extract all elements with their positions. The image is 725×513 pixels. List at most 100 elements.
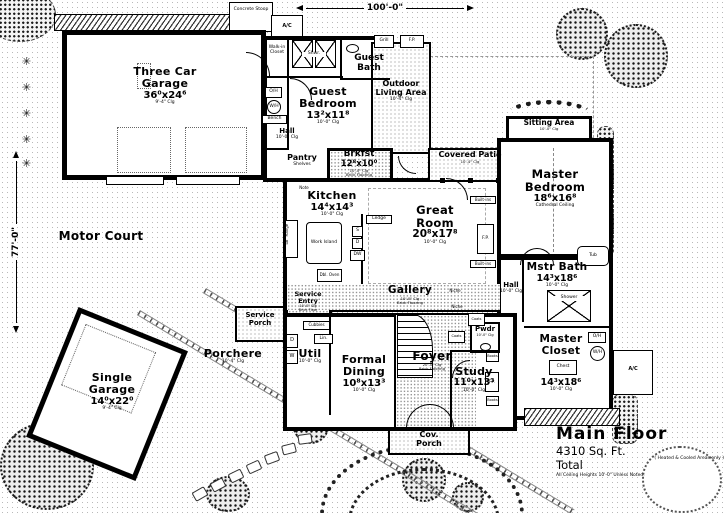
range-text: 48" Range xyxy=(283,223,289,245)
porchere-name: Porchere xyxy=(203,347,263,360)
walkin-closet-label: Walk-in Closet xyxy=(264,45,290,56)
gallery-clg: 10'-0" Clg xyxy=(400,295,420,301)
tub: Tub xyxy=(577,246,609,266)
garage-storage-outline xyxy=(137,63,151,89)
kitchen-range xyxy=(285,220,298,258)
bookshelf: Books xyxy=(486,396,499,406)
master-bedroom-name: Master Bedroom xyxy=(524,167,586,194)
plan-area: 4310 Sq. Ft. Total xyxy=(556,444,626,472)
ac-top-label: A/C xyxy=(271,23,303,30)
bookshelf: Books xyxy=(486,352,499,362)
water-heater: W/H xyxy=(267,100,281,114)
plant-icon: ✳ xyxy=(22,157,32,170)
bench: Bench xyxy=(262,115,287,124)
foyer-niche-label: Niche xyxy=(446,304,468,309)
bath-sink xyxy=(346,44,359,53)
brkfst-floor: Brick Flooring xyxy=(345,172,373,178)
formal-dining-name: Formal Dining xyxy=(341,353,387,379)
foyer-name: Foyer xyxy=(412,349,452,363)
double-oven: Dbl. Oven xyxy=(317,269,342,282)
guest-hall-clg: 10'-0" Clg xyxy=(275,134,299,140)
concrete-stoop-text: Concrete Stoop xyxy=(233,7,269,12)
kitchen-dw: DW xyxy=(350,250,365,261)
plan-area-note: ( Heated & Cooled Areas only ) xyxy=(654,455,724,461)
kitchen-label: Kitchen 14⁴x14³ 10'-0" Clg xyxy=(300,189,364,218)
gallery-floor xyxy=(287,284,500,310)
built-ins: Built-ins xyxy=(470,260,496,268)
gallery-niche-label: Niche xyxy=(444,288,466,293)
service-porch-label: Service Porch xyxy=(237,311,283,327)
guest-bedroom-label: Guest Bedroom 13²x11⁸ 10'-0" Clg xyxy=(296,85,360,126)
niche-text: Niche xyxy=(449,288,461,293)
note-label: Note xyxy=(294,185,314,190)
dimension-arrow-left xyxy=(296,5,303,11)
gallery-floor-note: Brick Flooring xyxy=(396,299,424,305)
shower-text: Shower xyxy=(560,295,578,300)
gallery-label: Gallery 10'-0" Clg Brick Flooring xyxy=(378,284,442,305)
formal-dining-dims: 10⁸x13³ xyxy=(342,378,386,390)
staircase xyxy=(397,314,433,378)
ac-unit-right xyxy=(613,350,653,395)
oh-cabinet: O/H xyxy=(588,332,606,343)
dimension-arrow-right xyxy=(13,151,19,158)
patio-column xyxy=(468,178,473,183)
great-room-fireplace: F.P. xyxy=(477,224,494,254)
study-label: Study 11⁰x13³ 10'-0" Clg xyxy=(450,365,498,393)
plant-icon: ✳ xyxy=(22,107,32,120)
study-name: Study xyxy=(455,365,493,378)
wall-partition xyxy=(524,326,612,328)
wall-partition xyxy=(340,78,390,80)
ac-top-text: A/C xyxy=(282,23,292,29)
motor-court-label: Motor Court xyxy=(58,229,144,243)
service-porch-name: Service Porch xyxy=(245,311,275,327)
flower-border xyxy=(502,100,596,136)
corner-planting-bed xyxy=(0,0,56,42)
brkfst-dims: 12⁸x10⁰ xyxy=(340,158,378,169)
study-clg: 10'-0" Clg xyxy=(462,387,486,393)
kitchen-dims: 14⁴x14³ xyxy=(310,202,354,214)
height-dimension-text: 77'-0" xyxy=(11,227,21,257)
plan-title: Main Floor xyxy=(556,424,668,444)
formal-dining-label: Formal Dining 10⁸x13³ 10'-0" Clg xyxy=(332,353,396,394)
washer: W xyxy=(286,350,298,364)
service-porch xyxy=(235,306,285,342)
ac-right-label: A/C xyxy=(613,366,653,373)
dimension-line xyxy=(15,161,17,225)
service-entry-name: Service Entry xyxy=(294,290,322,306)
wall-partition xyxy=(522,258,524,322)
garage-name: Three Car Garage xyxy=(133,65,197,91)
util-label: Util 10'-0" Clg xyxy=(290,347,330,365)
walkin-closet-text: Walk-in Closet xyxy=(268,45,286,55)
covered-patio-name: Covered Patio xyxy=(438,150,502,159)
garage-door xyxy=(176,176,240,185)
mstr-bath-label: Mstr Bath 14³x18⁶ 10'-0" Clg xyxy=(526,261,588,289)
brkfst-name: Brkfst xyxy=(343,149,375,159)
garage-parking-outline xyxy=(185,127,247,173)
brkfst-clg: 10'-0" Clg xyxy=(349,168,369,174)
door-swing xyxy=(398,156,416,174)
stepping-stone xyxy=(297,433,313,445)
stepping-stone xyxy=(245,459,263,475)
covered-patio-clg: 10'-4" Clg xyxy=(460,158,480,164)
brkfst-label: Brkfst 12⁸x10⁰ 10'-0" Clg Brick Flooring xyxy=(328,149,390,178)
covered-porch xyxy=(388,429,470,455)
pwdr-clg: 10'-0" Clg xyxy=(476,332,494,337)
single-garage-name: Single Garage xyxy=(88,371,136,397)
gallery-name: Gallery xyxy=(387,284,433,296)
dimension-line xyxy=(406,7,465,9)
pantry-name: Pantry xyxy=(287,153,317,162)
garage-dims: 36⁰x24⁶ xyxy=(143,90,187,102)
plan-ceiling-note: All Ceiling Heights 10'-0" Unless Noted. xyxy=(556,473,645,478)
master-closet-label: Master Closet xyxy=(530,333,592,357)
study-fireplace: F.P. xyxy=(485,372,499,392)
wall-partition xyxy=(265,148,289,150)
dimension-line xyxy=(306,7,364,9)
guest-bath-name: Guest Bath xyxy=(354,53,384,73)
oh-cabinet: O/H xyxy=(265,87,282,98)
coat-closet: Coats xyxy=(448,331,465,343)
kitchen-sink: S xyxy=(352,226,363,237)
master-closet-clg: 10'-0" Clg xyxy=(549,387,573,393)
guest-bedroom-dims: 13²x11⁸ xyxy=(306,110,350,122)
note-text: Note xyxy=(299,185,309,190)
